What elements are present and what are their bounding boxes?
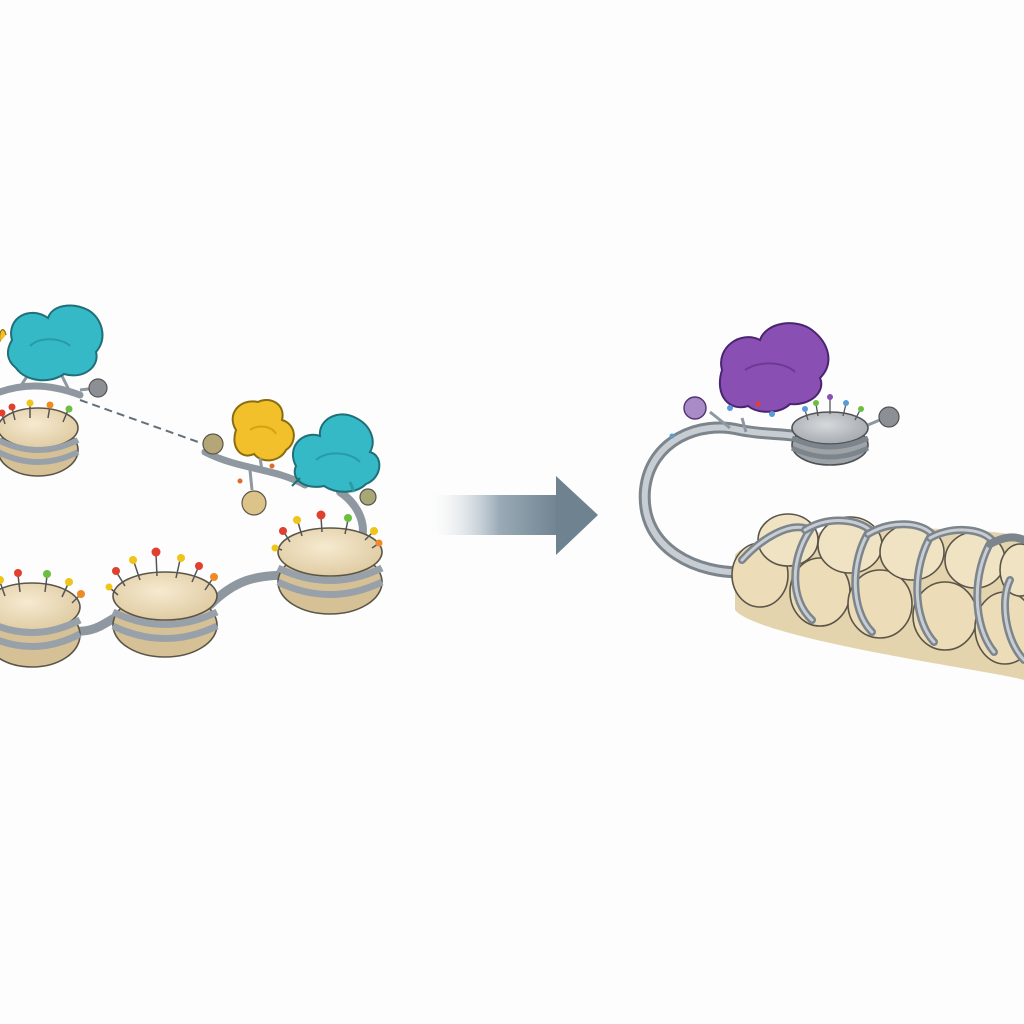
tan-bead [202,433,224,455]
teal-protein-complex [0,304,108,398]
modified-nucleosome [790,394,900,466]
teal-protein-complex [291,413,381,506]
gray-bead [878,406,900,428]
histone-tails [271,510,383,552]
purple-protein-complex [669,322,830,439]
dashed-connector [79,399,216,449]
yellow-protein-complex [202,399,295,516]
nucleosome [0,399,80,477]
nucleosome [105,547,219,658]
chromatin-fiber [731,513,1024,680]
gray-bead [88,378,108,398]
histone-tails [0,399,73,425]
histone-tails [802,394,864,421]
dna-linker [201,448,309,489]
olive-bead [359,488,377,506]
nucleosome [271,510,384,615]
transition-arrow [425,476,598,555]
purple-bead [683,396,707,420]
histone-tails [105,547,218,596]
fiber-dna-wraps [738,516,1024,664]
nucleosome [0,569,85,668]
tan-bead [241,490,267,516]
open-chromatin-panel [0,304,384,668]
compacted-chromatin-panel [638,322,1024,680]
histone-tails [0,569,85,604]
